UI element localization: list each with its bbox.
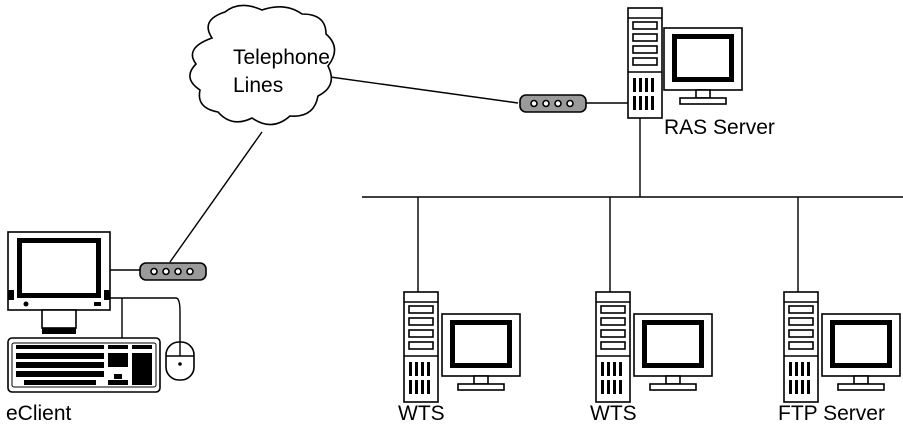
wts-1-monitor-icon xyxy=(441,313,521,391)
ras-server-tower-icon xyxy=(627,7,663,119)
cloud-to-ras-modem-link xyxy=(315,74,519,104)
wts-2: WTS xyxy=(590,291,713,424)
telephone-cloud: Telephone Lines xyxy=(189,4,336,126)
ftp-server-label: FTP Server xyxy=(778,402,885,424)
cloud-label-line1: Telephone xyxy=(233,46,330,69)
ras-server: RAS Server xyxy=(627,7,775,139)
cloud-label-line2: Lines xyxy=(233,74,283,97)
ftp-server-monitor-icon xyxy=(821,313,901,391)
wts-1: WTS xyxy=(398,291,521,424)
eclient: eClient xyxy=(6,231,207,424)
ftp-server-tower-icon xyxy=(783,291,819,403)
wts-2-tower-icon xyxy=(595,291,631,403)
eclient-label: eClient xyxy=(6,402,72,424)
ras-modem xyxy=(519,94,587,113)
ras-server-monitor-icon xyxy=(663,27,743,105)
ras-server-label: RAS Server xyxy=(664,116,775,139)
wts-1-label: WTS xyxy=(398,402,445,424)
client-modem xyxy=(139,262,207,281)
cloud-to-client-modem-link xyxy=(169,131,263,263)
client-to-mouse-cable xyxy=(110,297,181,342)
wts-2-label: WTS xyxy=(590,402,637,424)
mouse-icon xyxy=(165,341,195,381)
keyboard-icon xyxy=(7,337,161,393)
wts-1-tower-icon xyxy=(403,291,439,403)
ftp-server: FTP Server xyxy=(778,291,901,424)
wts-2-monitor-icon xyxy=(633,313,713,391)
client-monitor-icon xyxy=(7,231,111,334)
